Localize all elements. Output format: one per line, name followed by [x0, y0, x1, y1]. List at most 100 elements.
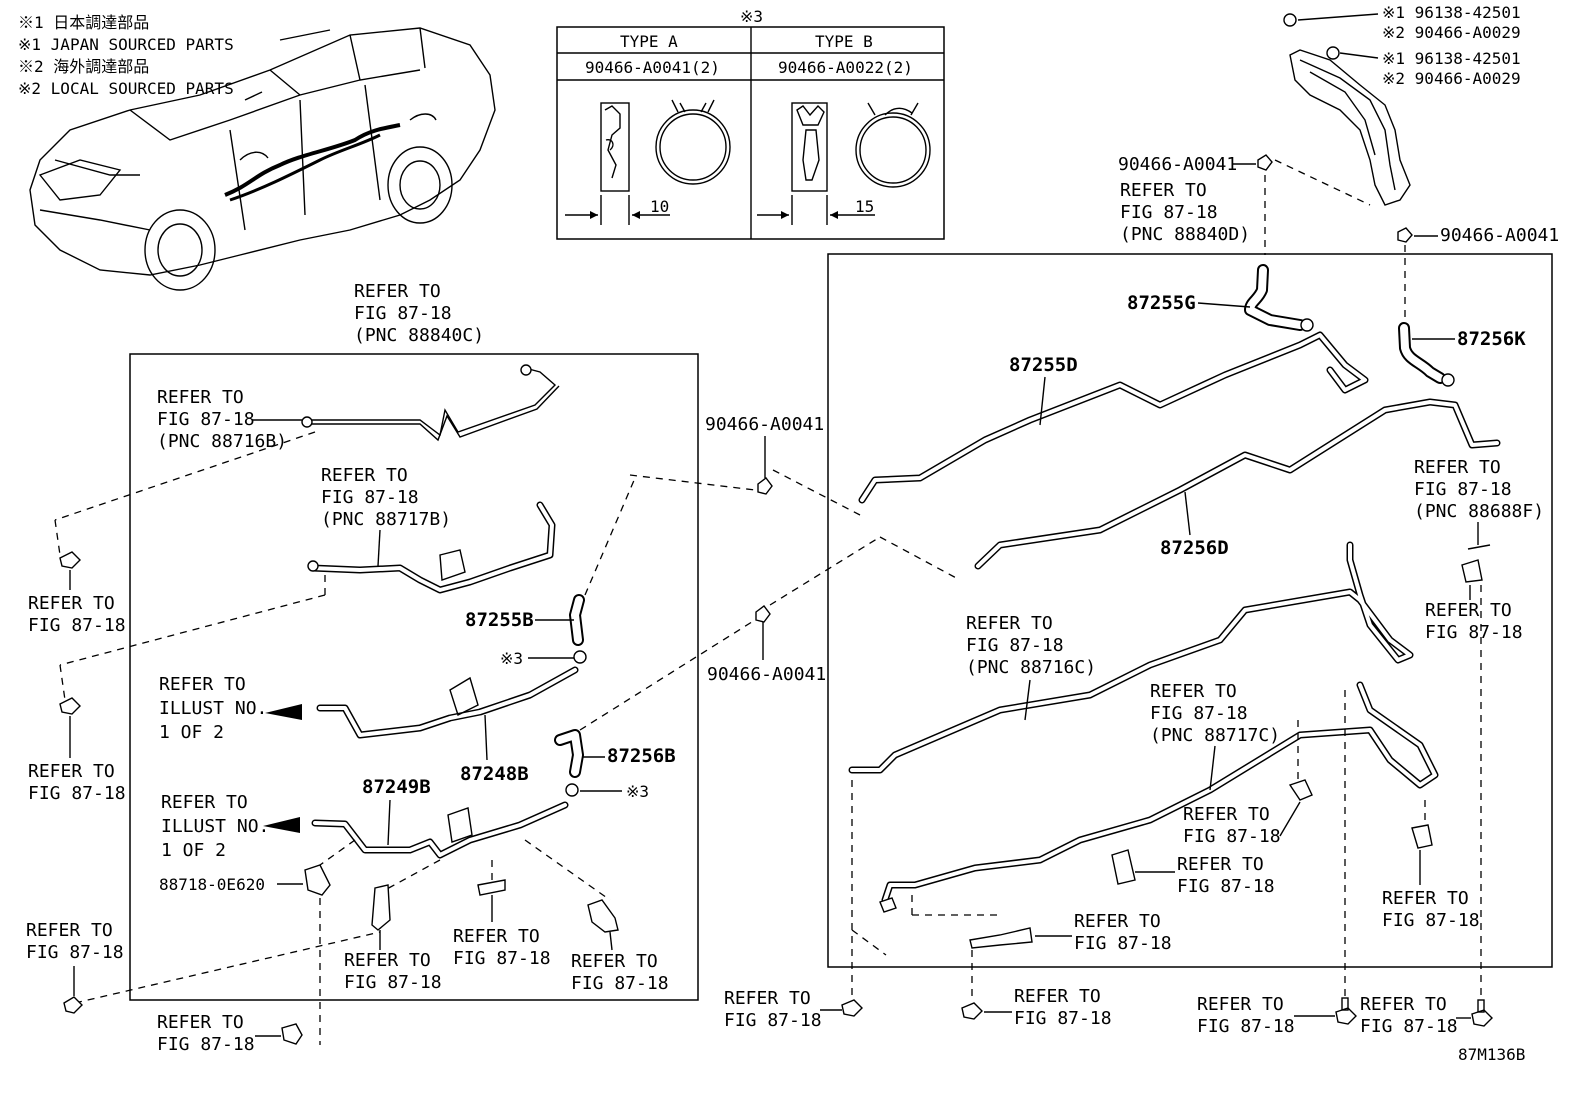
refer-b4-line1: REFER TO [1360, 994, 1447, 1015]
bolt-bottom-4 [1471, 1009, 1493, 1027]
clip-top-a [1257, 154, 1273, 171]
refer-l2-line1: REFER TO [453, 926, 540, 947]
clip-center-b [755, 605, 771, 623]
refer-88716c-line1: REFER TO [966, 613, 1053, 634]
mark3-87256b: ※3 [626, 782, 649, 801]
refer-left1-line2: FIG 87-18 [28, 615, 126, 636]
refer-b1-line1: REFER TO [724, 988, 811, 1009]
hose-87255b: 87255B ※3 [465, 594, 587, 668]
clip-center-a [757, 477, 773, 495]
refer-r3-line1: REFER TO [1382, 888, 1469, 909]
clip-left-2 [59, 697, 81, 715]
refer-b2-line2: FIG 87-18 [1014, 1008, 1112, 1029]
arrow-illust1 [265, 704, 302, 720]
clip-bottom-left [281, 1023, 303, 1045]
refer-illust1-line1: REFER TO [159, 674, 246, 695]
bracket-r2 [1111, 849, 1136, 885]
type-a-part-number: 90466-A0041(2) [585, 58, 720, 77]
refer-88717c-line1: REFER TO [1150, 681, 1237, 702]
clip-left-3 [63, 996, 83, 1014]
type-b-header: TYPE B [815, 32, 873, 51]
refer-88717b-line1: REFER TO [321, 465, 408, 486]
refer-r4-line2: FIG 87-18 [1074, 933, 1172, 954]
refer-88840c-line1: REFER TO [354, 281, 441, 302]
pipe-88717c: REFER TO FIG 87-18 (PNC 88717C) [881, 681, 1439, 904]
refer-r1-line1: REFER TO [1183, 804, 1270, 825]
label-87255b: 87255B [465, 609, 534, 631]
hose-87256b: 87256B ※3 [554, 729, 676, 801]
refer-left2-line1: REFER TO [28, 761, 115, 782]
refer-left3-line1: REFER TO [26, 920, 113, 941]
refer-left3-line2: FIG 87-18 [26, 942, 124, 963]
left-assembly-box [129, 353, 699, 1001]
refer-88716b-line1: REFER TO [157, 387, 244, 408]
refer-r3-line2: FIG 87-18 [1382, 910, 1480, 931]
note-local-en: ※2 LOCAL SOURCED PARTS [18, 79, 234, 98]
label-87248b: 87248B [460, 763, 529, 785]
refer-illust2-line1: REFER TO [161, 792, 248, 813]
refer-88716c-line3: (PNC 88716C) [966, 657, 1096, 678]
tr-part-row4: ※2 90466-A0029 [1382, 69, 1521, 88]
label-87256d: 87256D [1160, 537, 1229, 559]
right-assembly-box [827, 253, 1553, 968]
refer-88840d-line2: FIG 87-18 [1120, 202, 1218, 223]
tr-part-row1: ※1 96138-42501 [1382, 3, 1521, 22]
refer-right-1-line1: REFER TO [1425, 600, 1512, 621]
pipe-88716b: REFER TO FIG 87-18 (PNC 88716B) [157, 364, 560, 452]
hose-87255g: 87255G [1127, 264, 1314, 332]
type-b-dimension: 15 [855, 197, 874, 216]
refer-88840d-line1: REFER TO [1120, 180, 1207, 201]
pipe-88717b: REFER TO FIG 87-18 (PNC 88717B) [307, 465, 556, 594]
refer-left2-line2: FIG 87-18 [28, 783, 126, 804]
label-88718: 88718-0E620 [159, 875, 265, 894]
pipe-87249b: 87249B [311, 776, 569, 859]
pipe-87256d: 87256D [974, 398, 1501, 570]
refer-r1-line2: FIG 87-18 [1183, 826, 1281, 847]
refer-bl-line2: FIG 87-18 [157, 1034, 255, 1055]
bolt-bottom-3 [1335, 1007, 1357, 1025]
refer-l3-line2: FIG 87-18 [571, 973, 669, 994]
note-japan-en: ※1 JAPAN SOURCED PARTS [18, 35, 234, 54]
refer-l1-line1: REFER TO [344, 950, 431, 971]
mark3-87255b: ※3 [500, 649, 523, 668]
clip-left-1 [59, 551, 81, 569]
bracket-l2 [477, 879, 506, 896]
bracket-88718 [304, 864, 331, 896]
label-87256k: 87256K [1457, 328, 1526, 350]
refer-left1-line1: REFER TO [28, 593, 115, 614]
refer-88717b-line3: (PNC 88717B) [321, 509, 451, 530]
refer-illust1-line3: 1 OF 2 [159, 722, 224, 743]
refer-r4-line1: REFER TO [1074, 911, 1161, 932]
type-b-clip-drawing: 15 [757, 102, 931, 225]
pipe-87255d: 87255D [858, 331, 1369, 504]
tr-part-row3: ※1 96138-42501 [1382, 49, 1521, 68]
refer-illust1-line2: ILLUST NO. [159, 698, 267, 719]
clip-r5 [879, 897, 897, 913]
clip-bottom-2 [961, 1002, 983, 1020]
clip-center-a-label: 90466-A0041 [705, 414, 824, 435]
clip-bottom-1 [841, 999, 863, 1017]
bracket-r3 [1411, 824, 1433, 849]
clip-center-b-label: 90466-A0041 [707, 664, 826, 685]
refer-l1-line2: FIG 87-18 [344, 972, 442, 993]
bracket-r1 [1288, 779, 1313, 801]
note-local-jp: ※2 海外調達部品 [18, 57, 149, 76]
refer-88688f-line3: (PNC 88688F) [1414, 501, 1544, 522]
type-b-part-number: 90466-A0022(2) [778, 58, 913, 77]
refer-88717b-line2: FIG 87-18 [321, 487, 419, 508]
clip-top-b-label: 90466-A0041 [1440, 225, 1559, 246]
refer-r2-line1: REFER TO [1177, 854, 1264, 875]
clip-top-b [1397, 227, 1413, 243]
table-marker: ※3 [740, 7, 763, 26]
refer-illust2-line3: 1 OF 2 [161, 840, 226, 861]
hose-87256k: 87256K [1398, 322, 1526, 387]
refer-88716b-line3: (PNC 88716B) [157, 431, 287, 452]
bracket-r4 [969, 927, 1033, 949]
refer-b2-line1: REFER TO [1014, 986, 1101, 1007]
refer-88840c-line2: FIG 87-18 [354, 303, 452, 324]
refer-bl-line1: REFER TO [157, 1012, 244, 1033]
bracket-88688f [1461, 559, 1483, 583]
label-87249b: 87249B [362, 776, 431, 798]
refer-b3-line2: FIG 87-18 [1197, 1016, 1295, 1037]
